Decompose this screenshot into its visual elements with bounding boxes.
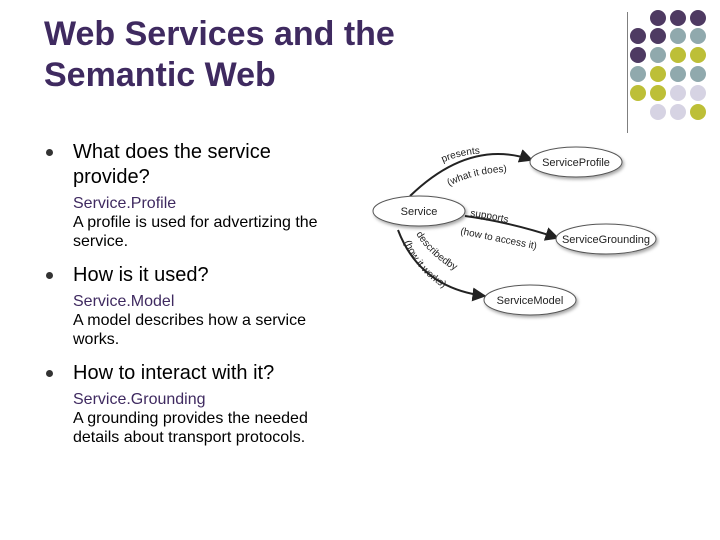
bullet-question: How is it used? (73, 263, 364, 288)
decorative-dot (670, 47, 686, 63)
node-service-grounding: ServiceGrounding (555, 223, 657, 255)
decorative-dot (650, 10, 666, 26)
decorative-dot (650, 104, 666, 120)
slide-title: Web Services and the Semantic Web (44, 14, 564, 96)
node-label: ServiceProfile (542, 157, 610, 169)
edge-label-supports-note: (how to access it) (459, 226, 537, 252)
bullet-sub-content: Service.Model A model describes how a se… (73, 292, 364, 349)
decorative-dot (630, 28, 646, 44)
decorative-dot (650, 28, 666, 44)
bullet-marker (46, 272, 53, 279)
node-service: Service (372, 195, 466, 227)
decorative-dot (630, 47, 646, 63)
question-line: provide? (73, 166, 150, 188)
sub-description-line: A model describes how a service (73, 312, 306, 329)
sub-description-line: A grounding provides the needed (73, 410, 308, 427)
decorative-dot (690, 104, 706, 120)
node-service-model: ServiceModel (483, 284, 577, 316)
bullet-marker (46, 370, 53, 377)
slide-title-line-1: Web Services and the (44, 15, 395, 53)
decorative-dot-grid (630, 10, 706, 120)
question-line: What does the service (73, 141, 271, 163)
bullet-marker (46, 149, 53, 156)
decorative-dot (650, 85, 666, 101)
decorative-dot (690, 66, 706, 82)
corner-divider-line (627, 12, 628, 133)
slide-title-line-2: Semantic Web (44, 56, 276, 94)
sub-title: Service.Grounding (73, 391, 206, 408)
bullet-item-model: How is it used? Service.Model A model de… (44, 263, 364, 349)
bullet-item-profile: What does the service provide? Service.P… (44, 140, 364, 251)
decorative-dot (630, 85, 646, 101)
decorative-dot (630, 66, 646, 82)
bullet-sub-content: Service.Profile A profile is used for ad… (73, 194, 364, 251)
bullet-list: What does the service provide? Service.P… (44, 140, 364, 447)
question-line: How is it used? (73, 264, 209, 286)
decorative-dot (650, 47, 666, 63)
decorative-dot (670, 85, 686, 101)
sub-description-line: service. (73, 233, 129, 250)
decorative-dot (650, 66, 666, 82)
bullet-question: What does the service provide? (73, 140, 364, 190)
bullet-item-grounding: How to interact with it? Service.Groundi… (44, 361, 364, 447)
presents-arrow (409, 149, 534, 197)
sub-title: Service.Profile (73, 195, 177, 212)
node-label: ServiceModel (497, 295, 564, 307)
decorative-dot (670, 66, 686, 82)
sub-title: Service.Model (73, 293, 175, 310)
sub-description-line: details about transport protocols. (73, 429, 306, 446)
node-service-profile: ServiceProfile (529, 146, 623, 178)
decorative-dot (690, 47, 706, 63)
edge-label-supports: supports (470, 208, 510, 226)
question-line: How to interact with it? (73, 362, 275, 384)
supports-arrow (464, 215, 560, 241)
edge-label-presents-note: (what it does) (446, 164, 507, 189)
decorative-dot (670, 104, 686, 120)
decorative-dot (690, 85, 706, 101)
decorative-dot (670, 10, 686, 26)
describedby-arrow (397, 229, 487, 302)
decorative-dot (690, 10, 706, 26)
node-label: ServiceGrounding (562, 234, 650, 246)
sub-description-line: works. (73, 331, 120, 348)
sub-description-line: A profile is used for advertizing the (73, 214, 318, 231)
bullet-question: How to interact with it? (73, 361, 364, 386)
service-ontology-diagram: presents (what it does) supports (how to… (372, 146, 657, 316)
decorative-dot (670, 28, 686, 44)
node-label: Service (401, 206, 438, 218)
bullet-sub-content: Service.Grounding A grounding provides t… (73, 390, 364, 447)
decorative-dot (690, 28, 706, 44)
